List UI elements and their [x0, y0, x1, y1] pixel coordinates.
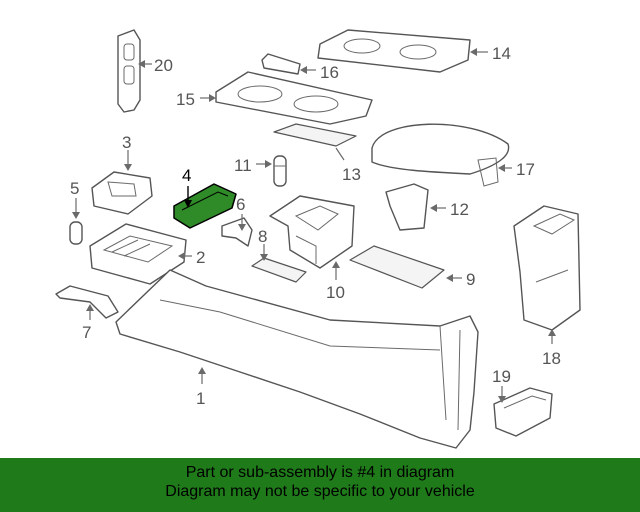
callout-4: 4	[182, 166, 191, 185]
part-14-cupholder-tray[interactable]	[317, 29, 471, 73]
part-7-bracket[interactable]	[55, 285, 119, 319]
arrow-19	[498, 396, 506, 403]
callout-1: 1	[196, 389, 205, 408]
callout-2: 2	[196, 248, 205, 267]
banner-line-part: Part or sub-assembly is #4 in diagram	[185, 464, 455, 481]
part-17-armrest-lid[interactable]	[371, 123, 510, 187]
callout-14: 14	[492, 44, 511, 63]
part-11-bolt[interactable]	[273, 155, 287, 187]
part-4-highlighted[interactable]	[173, 183, 237, 229]
callout-20: 20	[154, 56, 173, 75]
callout-19: 19	[492, 367, 511, 386]
part-18-rear-panel[interactable]	[513, 205, 581, 331]
arrow-6	[238, 224, 246, 231]
arrow-16	[300, 66, 307, 74]
banner-line-disclaimer: Diagram may not be specific to your vehi…	[165, 483, 475, 500]
part-13-lid-plate[interactable]	[273, 123, 357, 147]
leader-13	[335, 147, 345, 161]
arrow-14	[470, 48, 477, 56]
part-16-clip[interactable]	[261, 53, 301, 75]
part-info-banner: Part or sub-assembly is #4 in diagram Di…	[0, 458, 640, 512]
callout-7: 7	[82, 323, 91, 342]
part-1-console-body[interactable]	[115, 269, 479, 449]
callout-8: 8	[258, 227, 267, 246]
callout-17: 17	[516, 160, 535, 179]
console-parts-diagram: 20 14 16 15 13 3 5	[55, 29, 581, 449]
arrow-9	[446, 274, 453, 282]
arrow-2	[178, 252, 185, 260]
part-10-shifter-housing[interactable]	[269, 195, 355, 269]
arrow-5	[72, 212, 80, 219]
callout-10: 10	[326, 283, 345, 302]
callout-15: 15	[176, 90, 195, 109]
arrow-10	[332, 261, 340, 268]
part-15-tray-base[interactable]	[215, 71, 373, 125]
callout-11: 11	[234, 156, 252, 175]
part-9-armrest-pad[interactable]	[349, 245, 445, 289]
part-5-knob[interactable]	[69, 221, 83, 245]
arrow-17	[498, 164, 505, 172]
callout-6: 6	[236, 195, 245, 214]
part-19-small-bin[interactable]	[493, 387, 553, 437]
arrow-3	[124, 164, 132, 171]
callout-3: 3	[122, 133, 131, 152]
callout-12: 12	[450, 200, 469, 219]
arrow-11	[265, 160, 272, 168]
part-6-bracket[interactable]	[221, 217, 253, 247]
callout-18: 18	[542, 349, 561, 368]
part-12-bin[interactable]	[385, 183, 429, 231]
part-2-vent-assembly[interactable]	[89, 223, 187, 285]
arrow-18	[548, 329, 556, 336]
arrow-20	[138, 60, 145, 68]
callout-5: 5	[70, 179, 79, 198]
arrow-4	[184, 200, 192, 208]
callout-9: 9	[466, 270, 475, 289]
part-20-trim-strip[interactable]	[117, 29, 141, 113]
callout-16: 16	[320, 63, 339, 82]
part-8-pad[interactable]	[251, 257, 307, 283]
arrow-12	[430, 204, 437, 212]
arrow-15	[209, 94, 216, 102]
part-3-storage-bin[interactable]	[91, 171, 153, 215]
arrow-1	[198, 367, 206, 374]
arrow-7	[86, 304, 94, 311]
arrow-8	[260, 254, 268, 261]
callout-13: 13	[342, 165, 361, 184]
